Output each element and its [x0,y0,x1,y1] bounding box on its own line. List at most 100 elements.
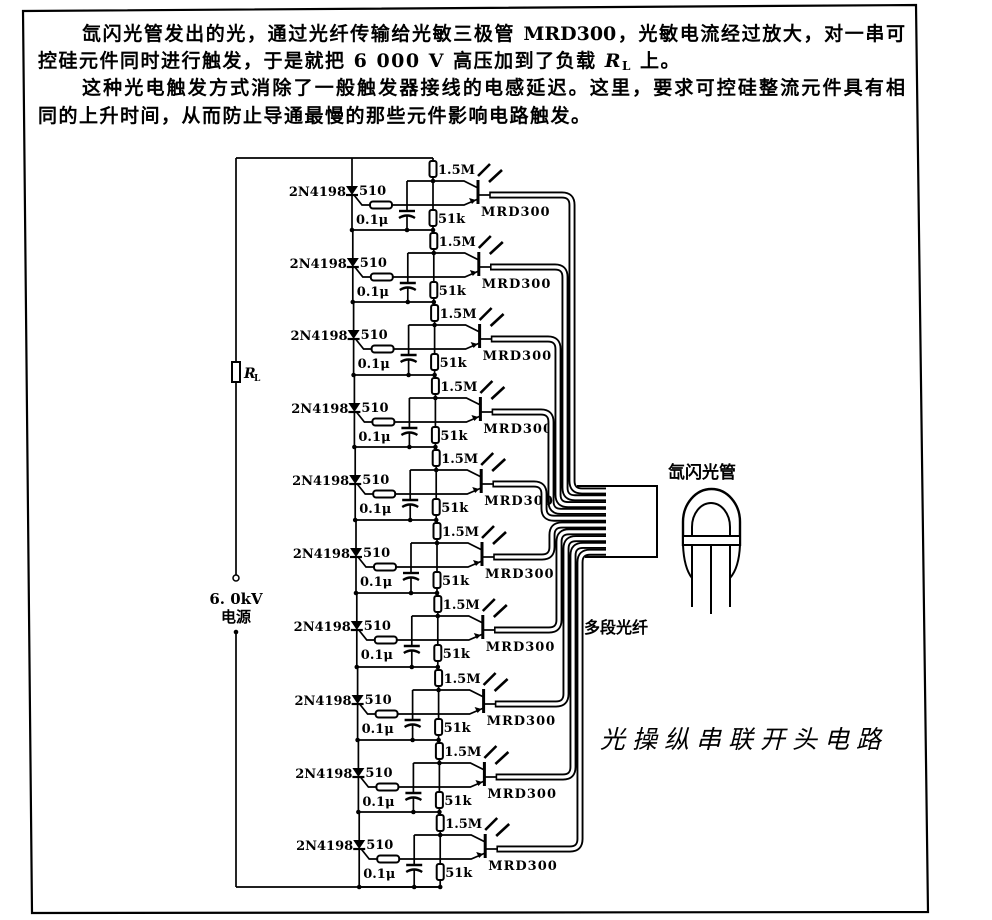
gate-resistor [373,562,397,572]
emitter-resistor-label: 51k [441,501,469,516]
bias-resistor [432,522,442,540]
optical-fiber [496,548,606,853]
fiber-core [490,193,606,493]
capacitor-plate-bottom [404,796,423,802]
trigger-stage: 2N4198 510 0.1μ 1.5M 51k MRD300 [296,548,606,890]
bias-resistor [430,377,440,395]
capacitor-label: 0.1μ [358,430,391,445]
bias-resistor-label: 1.5M [441,452,478,467]
capacitor-plate-bottom [403,723,422,729]
scr-label: 2N4198 [290,329,347,344]
emitter-arrow-icon [469,198,476,204]
scr-icon [346,258,359,267]
capacitor-plate-bottom [405,868,423,874]
bias-resistor-label: 1.5M [440,380,477,395]
scr-icon [351,695,364,704]
gate-resistor-label: 510 [366,838,393,853]
capacitor-plate-bottom [399,286,417,292]
light-ray-icon [490,386,506,400]
light-ray-icon [488,241,504,255]
emitter-wire [393,342,480,350]
supply-voltage-label: 6. 0kV [209,590,263,608]
paragraph-2-line-1: 这种光电触发方式消除了一般触发器接线的电感延迟。这里，要求可控硅整流元件具有相 [82,77,905,99]
emitter-resistor [429,281,439,299]
capacitor-label: 0.1μ [356,213,389,228]
gate-resistor [369,272,394,282]
light-ray-icon [489,313,505,327]
junction-dot [435,613,441,619]
scr-label: 2N4198 [296,839,353,854]
emitter-wire [399,852,486,860]
flash-tube-outer-dome [681,487,742,546]
light-ray-icon [477,235,492,249]
junction-dot [432,322,437,328]
gate-resistor-label: 510 [361,401,388,416]
gate-resistor [374,709,399,719]
gate-resistor [372,489,397,499]
gate-wire [353,194,370,206]
capacitor-plate-bottom [398,214,416,220]
emitter-resistor [430,353,440,371]
emitter-wire [395,487,482,495]
emitter-resistor-label: 51k [445,866,473,881]
bias-resistor-label: 1.5M [440,307,477,322]
supply-terminal-positive [232,574,240,582]
scr-label: 2N4198 [294,620,351,635]
collector-wire [411,542,483,551]
emitter-resistor-label: 51k [440,429,468,444]
light-ray-icon [480,452,495,466]
capacitor-label: 0.1μ [363,867,396,882]
emitter-resistor-label: 51k [440,356,468,371]
light-ray-icon [482,672,497,686]
emitter-wire [394,415,481,423]
phototransistor-label: MRD300 [487,714,557,729]
light-ray-icon [479,380,494,394]
bias-resistor [431,449,441,467]
paragraph-1-line-2: 控硅元件同时进行触发，于是就把 6 000 V 高压加到了负载 RL 上。 [38,49,681,78]
junction-dot [433,395,438,401]
gate-resistor [375,782,400,792]
load-resistor-subscript: L [622,59,632,73]
emitter-arrow-icon [474,707,482,713]
scr-label: 2N4198 [293,547,350,562]
junction-dot [437,832,443,838]
phototransistor-label: MRD300 [482,277,552,292]
gate-resistor [371,417,396,427]
bias-resistor-label: 1.5M [444,672,481,687]
capacitor-plate-bottom [401,503,419,509]
fiber-core [490,265,606,500]
fiber-bundle-box [577,485,658,558]
optical-fiber [493,528,606,634]
emitter-resistor [431,498,441,516]
capacitor-label: 0.1μ [360,575,393,590]
scr-icon [348,403,361,412]
gate-resistor-label: 510 [360,256,387,271]
fiber-core [495,537,606,706]
load-resistor-label: R [243,366,256,382]
flash-tube-leads [691,545,731,614]
bias-resistor [429,232,439,250]
junction-dot [356,884,362,890]
trigger-stage: 2N4198 510 0.1μ 1.5M 51k MRD300 [290,230,606,502]
gate-wire [358,703,376,715]
scr-icon [347,330,360,339]
scr-label: 2N4198 [289,185,346,200]
bias-resistor [434,669,444,687]
optical-fiber [489,263,606,502]
collector-wire [408,324,480,333]
bias-resistor-label: 1.5M [439,235,476,250]
emitter-wire [392,270,480,278]
scr-label: 2N4198 [295,767,352,782]
gate-wire [360,848,378,860]
junction-dot [431,250,437,256]
light-ray-icon [491,458,507,472]
gate-wire [354,338,372,350]
phototransistor-label: MRD300 [488,859,558,874]
bias-resistor [434,742,444,760]
emitter-resistor [430,426,440,444]
capacitor-label: 0.1μ [359,502,392,517]
capacitor-label: 0.1μ [357,285,390,300]
